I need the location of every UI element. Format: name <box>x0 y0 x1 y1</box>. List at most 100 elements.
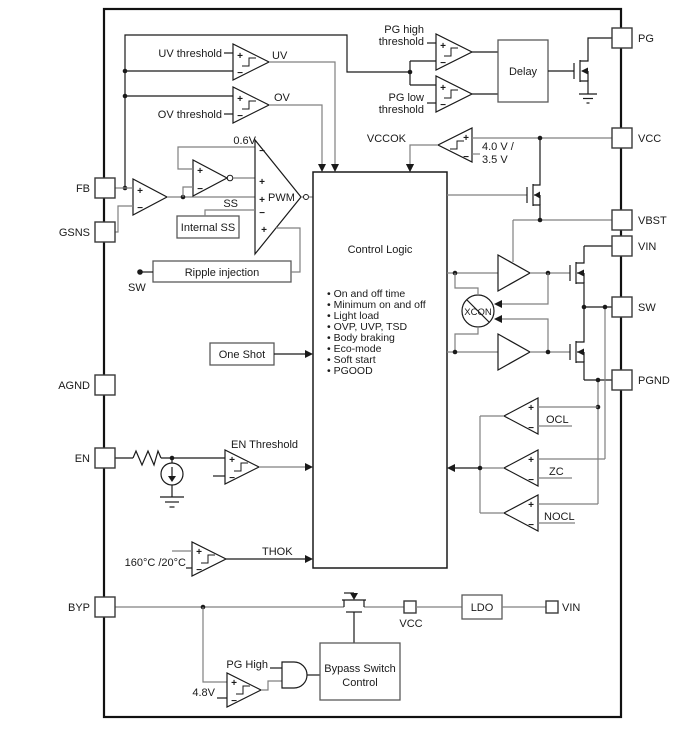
byp-rail <box>115 604 404 610</box>
pin-gsns: GSNS <box>59 221 116 243</box>
cl-bullet-3: • OVP, UVP, TSD <box>327 321 408 333</box>
ripple-injection-label: Ripple injection <box>185 267 260 279</box>
vbst-line <box>512 217 612 262</box>
zc-comparator: + − ZC <box>480 449 605 487</box>
internal-ss-block: Internal SS SS <box>176 198 255 239</box>
pwm-in4-minus: − <box>259 208 265 219</box>
zc-plus-sign: + <box>528 455 534 466</box>
vin-terminal: VIN <box>545 600 580 614</box>
pin-vcc: VCC <box>611 127 661 149</box>
high-side-mosfet <box>569 246 585 307</box>
en-threshold-label: EN Threshold <box>231 439 298 451</box>
uv-comparator: + − UV threshold UV <box>125 43 339 172</box>
xcon-label: XCON <box>464 307 492 318</box>
low-side-driver <box>447 332 570 372</box>
pin-agnd: AGND <box>58 374 116 396</box>
vccok-comparator: + − 4.0 V / 3.5 V VCCOK <box>367 127 515 172</box>
ov-threshold-label: OV threshold <box>158 109 222 121</box>
nocl-minus-sign: − <box>528 520 534 531</box>
xcon-block: XCON <box>454 273 549 352</box>
ripple-injection-block: Ripple injection SW <box>128 227 301 294</box>
cl-bullet-0: • On and off time <box>327 288 405 300</box>
bypass-switch-control-label-2: Control <box>342 677 377 689</box>
pin-agnd-label: AGND <box>58 380 90 392</box>
ocl-minus-sign: − <box>528 423 534 434</box>
byp-plus-sign: + <box>231 678 237 689</box>
cl-bullet-6: • Soft start <box>327 354 376 366</box>
pin-pgnd-label: PGND <box>638 375 670 387</box>
delay-block: Delay <box>497 39 574 103</box>
pin-en-label: EN <box>75 453 90 465</box>
pg-low-plus-sign: + <box>440 83 446 94</box>
ldo-block: LDO <box>461 594 546 620</box>
pin-fb: FB <box>76 177 116 199</box>
ref-amp-plus-sign: + <box>197 166 203 177</box>
control-logic-block: Control Logic • On and off time • Minimu… <box>312 171 448 569</box>
ldo-label: LDO <box>471 602 494 614</box>
pg-low-threshold-label-1: PG low <box>389 92 425 104</box>
ocl-plus-sign: + <box>528 403 534 414</box>
high-side-driver <box>447 253 570 293</box>
en-minus-sign: − <box>229 473 235 484</box>
bypass-mosfet <box>342 592 366 643</box>
pwm-label: PWM <box>268 192 295 204</box>
vcc-terminal-label: VCC <box>399 618 422 630</box>
one-shot-block: One Shot <box>209 342 313 366</box>
ov-signal-label: OV <box>274 92 291 104</box>
cl-bullet-4: • Body braking <box>327 332 395 344</box>
ss-signal-label: SS <box>223 198 238 210</box>
ocl-comparator: + − OCL <box>480 397 598 435</box>
ref-voltage-label: 0.6V <box>233 135 256 147</box>
temp-threshold-label: 160°C /20°C <box>125 557 186 569</box>
vccok-plus-sign: + <box>463 133 469 144</box>
vccok-minus-sign: − <box>463 152 469 163</box>
ic-outline <box>102 7 623 719</box>
uv-plus-sign: + <box>237 51 243 62</box>
bypass-switch-control-block: Bypass Switch Control <box>319 642 401 701</box>
pg-low-comparator: + − PG low threshold <box>379 75 498 116</box>
pin-byp-label: BYP <box>68 602 90 614</box>
vcc-rail <box>472 135 612 141</box>
fb-amp-plus-sign: + <box>137 186 143 197</box>
cl-bullet-1: • Minimum on and off <box>327 299 426 311</box>
reference-amplifier: + − 0.6V <box>177 135 257 197</box>
pg-high-comparator: + − PG high threshold <box>379 24 498 71</box>
ov-plus-sign: + <box>237 94 243 105</box>
pin-vin: VIN <box>611 235 656 257</box>
ov-minus-sign: − <box>237 111 243 122</box>
pin-vcc-label: VCC <box>638 133 661 145</box>
vccok-arrow <box>406 164 414 172</box>
control-logic-title: Control Logic <box>348 244 413 256</box>
pg-low-threshold-label-2: threshold <box>379 104 424 116</box>
bootstrap-mosfet <box>447 138 541 220</box>
pin-vbst: VBST <box>611 209 667 231</box>
pin-gsns-label: GSNS <box>59 227 90 239</box>
fb-amp-minus-sign: − <box>137 203 143 214</box>
pg-mosfet <box>573 37 612 94</box>
pin-sw-label: SW <box>638 302 656 314</box>
nocl-comparator: + − NOCL <box>480 494 598 532</box>
sense-lines <box>595 304 608 504</box>
pg-high-threshold-label-2: threshold <box>379 36 424 48</box>
pwm-in5-plus: + <box>261 225 267 236</box>
vin-terminal-label: VIN <box>562 602 580 614</box>
ov-comparator: + − OV threshold OV <box>125 86 326 172</box>
en-threshold-comparator: + − EN Threshold <box>213 439 313 485</box>
thok-minus-sign: − <box>196 565 202 576</box>
pg-high-signal-label: PG High <box>226 659 268 671</box>
cl-bullet-2: • Light load <box>327 310 379 322</box>
fb-error-amplifier: + − <box>115 178 255 233</box>
vcc-terminal: VCC <box>399 600 462 630</box>
pwm-in2-plus: + <box>259 177 265 188</box>
pwm-comparator: − + + − + PWM <box>254 138 313 256</box>
en-plus-sign: + <box>229 455 235 466</box>
pg-high-threshold-label-1: PG high <box>384 24 424 36</box>
zc-label: ZC <box>549 466 564 478</box>
vccok-signal-label: VCCOK <box>367 133 407 145</box>
pin-pg-label: PG <box>638 33 654 45</box>
vccok-threshold-label-1: 4.0 V / <box>482 141 515 153</box>
pwm-in3-plus: + <box>259 195 265 206</box>
ref-amp-minus-sign: − <box>197 184 203 195</box>
